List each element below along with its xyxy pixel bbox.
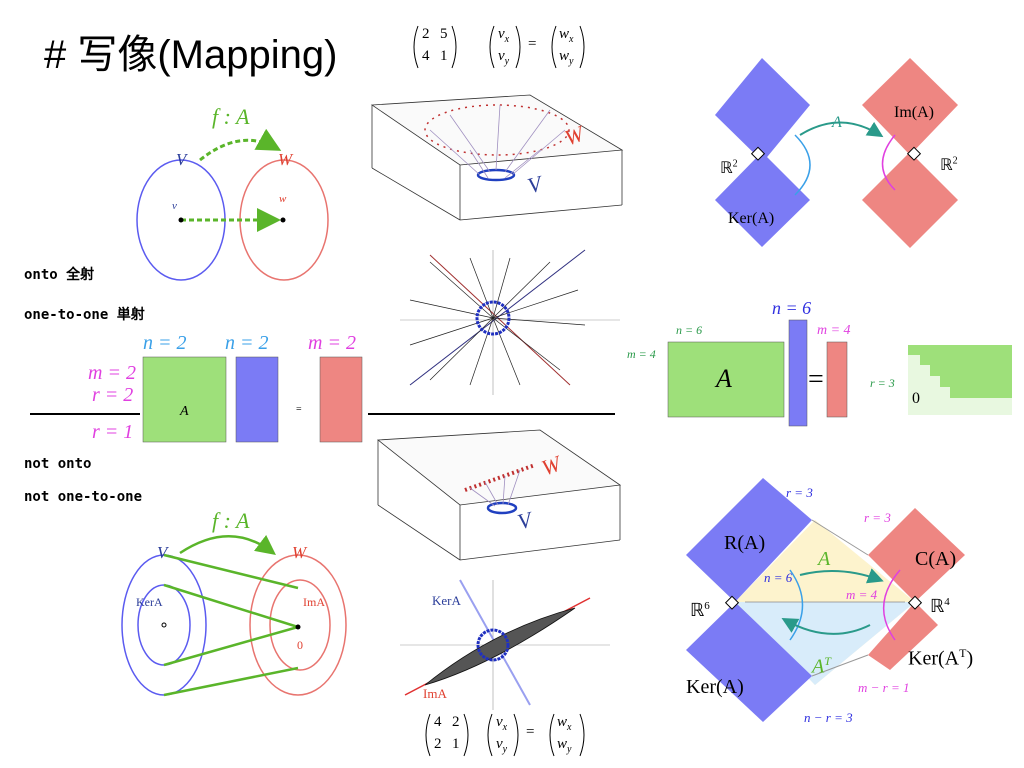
A-arrow-label-small: A	[832, 114, 842, 131]
f-arrow-top	[199, 128, 282, 162]
R6-label: ℝ6	[690, 600, 710, 620]
mapping-not-onto-diagram	[121, 534, 347, 697]
n-label-small: n = 6	[676, 323, 703, 337]
m-label-right-right: m = 4	[817, 323, 851, 338]
block-diagram-right	[667, 319, 1012, 427]
eq-top-w1: wx	[559, 26, 574, 45]
eq-top-equals: =	[528, 36, 537, 52]
r-label-top: r = 2	[92, 384, 134, 406]
f-arrow-bottom	[179, 534, 276, 556]
onto-label: onto 全射	[24, 267, 95, 283]
CA-label: C(A)	[915, 548, 957, 570]
r-label-right: r = 3	[870, 376, 895, 390]
not-onto-label: not onto	[24, 456, 92, 472]
zero-block-label: 0	[912, 390, 920, 407]
four-subspaces-diagram	[686, 478, 965, 722]
W-label-bottom: W	[292, 543, 307, 562]
eq-bot-v1: vx	[496, 714, 508, 733]
set-W-outer	[249, 554, 347, 696]
imA-ellipse	[269, 579, 331, 671]
equation-bottom: 4 2 2 1 vx vy = wx wy	[420, 712, 610, 758]
kerA-label-small: Ker(A)	[728, 210, 775, 227]
w-label: w	[279, 193, 287, 205]
vector-v-block	[235, 356, 279, 443]
A-label-right: A	[716, 364, 732, 393]
point-w	[280, 217, 286, 223]
zero-label: 0	[297, 638, 303, 652]
set-V-outer	[121, 554, 207, 696]
eq-bot-m11: 4	[434, 714, 442, 730]
plot-3d-top	[370, 94, 624, 221]
equals-left: =	[296, 404, 302, 415]
imA-plot-label: ImA	[423, 686, 447, 701]
plot-2d-top	[400, 249, 620, 395]
n-label-top-right: n = 6	[772, 298, 812, 318]
m4-big-label: m = 4	[846, 587, 878, 602]
r-right-big-label: r = 3	[864, 510, 891, 525]
v-label: v	[172, 200, 177, 212]
equation-bottom-brackets	[425, 713, 585, 757]
A-big-arrow-label: A	[818, 548, 831, 570]
eq-bot-m12: 2	[452, 714, 460, 730]
W-label-top: W	[278, 150, 293, 169]
eq-top-m22: 1	[440, 48, 448, 64]
block-diagram-left	[30, 356, 615, 443]
R2-left-label: ℝ2	[720, 158, 738, 177]
kerA-plot-label: KerA	[432, 593, 461, 608]
r-top-big-label: r = 3	[786, 485, 813, 500]
eq-bot-equals: =	[526, 724, 535, 740]
eq-bot-v2: vy	[496, 736, 508, 755]
n-label-2: n = 2	[225, 332, 269, 354]
n-minus-r-label: n − r = 3	[804, 710, 853, 725]
eq-bot-w2: wy	[557, 736, 572, 755]
RA-label: R(A)	[724, 532, 766, 554]
eq-bot-m22: 1	[452, 736, 460, 752]
equation-top: 2 5 4 1 vx vy = wx wy	[408, 24, 598, 70]
eq-top-m11: 2	[422, 26, 430, 42]
f-label-top: f : A	[212, 104, 250, 129]
zero-point-V	[161, 622, 167, 628]
r-label-bottom: r = 1	[92, 421, 134, 443]
R2-right-label: ℝ2	[940, 155, 958, 174]
kerA-label: KerA	[136, 595, 163, 609]
eq-top-m21: 4	[422, 48, 430, 64]
equals-right: =	[808, 364, 824, 395]
eq-bot-m21: 2	[434, 736, 442, 752]
n-label-1: n = 2	[143, 332, 187, 354]
point-v	[178, 217, 184, 223]
zero-point-W	[295, 624, 301, 630]
m-label-left: m = 2	[88, 362, 136, 384]
plot-2d-bottom	[400, 579, 610, 710]
KerAT-label: Ker(AT)	[908, 646, 974, 670]
eq-top-v2: vy	[498, 48, 510, 67]
AT-big-arrow-label: AT	[812, 654, 831, 678]
vector-w-block	[319, 356, 363, 443]
eq-top-w2: wy	[559, 48, 574, 67]
not-one-to-one-label: not one-to-one	[24, 489, 143, 505]
subspace-diagram-small	[715, 58, 958, 248]
imA-label: ImA	[303, 595, 325, 609]
mapping-onto-diagram	[136, 128, 329, 281]
A-label-left: A	[180, 404, 189, 419]
page-title: # 写像(Mapping)	[44, 33, 338, 77]
V-label-top: V	[176, 150, 187, 169]
KerA-big-label: Ker(A)	[686, 676, 744, 698]
matrix-A-block	[142, 356, 227, 443]
n6-big-label: n = 6	[764, 570, 793, 585]
eq-top-m12: 5	[440, 26, 448, 42]
m-label-left-right: m = 4	[627, 347, 656, 361]
m-label-right: m = 2	[308, 332, 356, 354]
equation-top-brackets	[413, 25, 585, 69]
imA-label-small: Im(A)	[894, 104, 934, 121]
f-label-bottom: f : A	[212, 508, 250, 533]
R4-label: ℝ4	[930, 596, 950, 616]
V-label-bottom: V	[157, 543, 168, 562]
plot-3d-bottom	[376, 429, 622, 561]
m-minus-r-label: m − r = 1	[858, 680, 910, 695]
one-to-one-label: one-to-one 単射	[24, 307, 145, 323]
eq-top-v1: vx	[498, 26, 510, 45]
eq-bot-w1: wx	[557, 714, 572, 733]
